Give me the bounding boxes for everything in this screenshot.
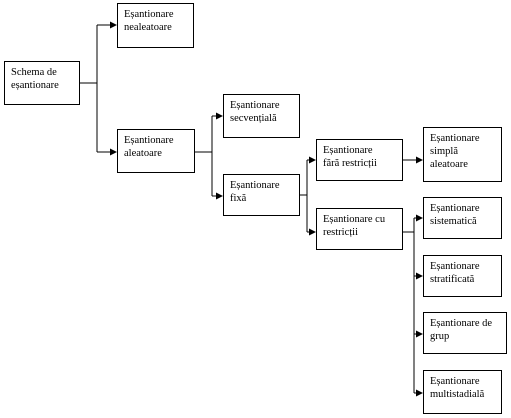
node-esantionare-fixa: Eșantionare fixă [223, 174, 300, 216]
connector-cu-restrictii-trunk [403, 218, 415, 393]
node-esantionare-nealeatoare: Eșantionare nealeatoare [117, 3, 194, 48]
node-esantionare-secventiala: Eșantionare secvențială [223, 94, 300, 138]
node-esantionare-simpla-aleatoare: Eșantionare simplă aleatoare [423, 127, 502, 182]
connector-aleatoare-trunk [195, 116, 213, 196]
node-esantionare-de-grup: Eșantionare de grup [423, 312, 507, 354]
node-esantionare-cu-restrictii: Eșantionare cu restricții [316, 208, 403, 250]
connector-fixa-trunk [300, 160, 308, 232]
node-esantionare-aleatoare: Eșantionare aleatoare [117, 129, 195, 173]
node-schema-esantionare: Schema de eșantionare [4, 61, 80, 105]
connector-schema-trunk [80, 25, 98, 152]
node-esantionare-fara-restrictii: Eșantionare fără restricții [316, 139, 403, 181]
node-esantionare-multistadiala: Eșantionare multistadială [423, 370, 502, 414]
node-esantionare-stratificata: Eșantionare stratificată [423, 255, 502, 297]
node-esantionare-sistematica: Eșantionare sistematică [423, 197, 502, 239]
